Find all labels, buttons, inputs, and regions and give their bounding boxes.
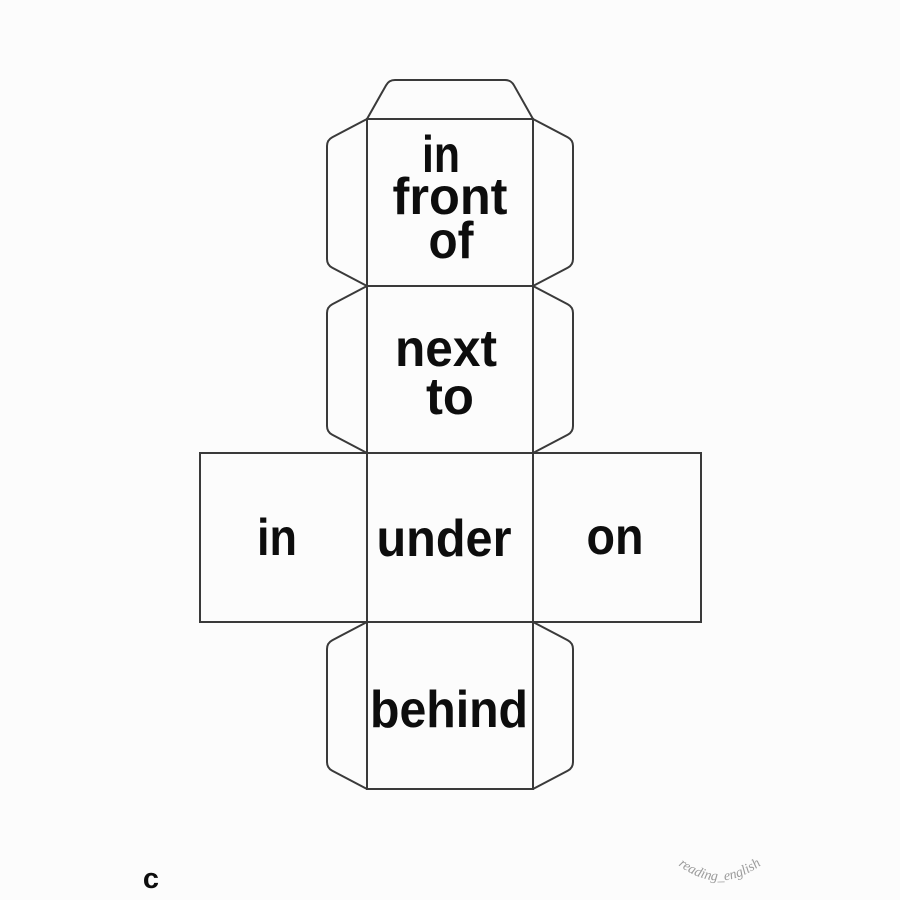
glue-tab-right-front — [532, 118, 574, 287]
face-label-in-front-of-line3: of — [429, 212, 475, 270]
glue-tab-right-next — [532, 285, 574, 454]
face-label-on: on — [587, 508, 644, 566]
face-label-in-front-of-line2: front — [393, 168, 508, 226]
face-label-behind: behind — [370, 681, 528, 739]
face-label-next-to-line2: to — [426, 368, 474, 426]
cube-faces — [199, 118, 702, 790]
glue-tab-left-next — [326, 285, 368, 454]
face-label-in-front-of-line1: in — [422, 126, 460, 184]
face-label-next-to-line1: next — [395, 320, 497, 378]
glue-tab-top — [366, 79, 534, 120]
glue-tabs — [326, 79, 574, 790]
watermark: reading_english — [676, 856, 764, 885]
face-label-in: in — [257, 509, 297, 567]
glue-tab-right-behind — [532, 621, 574, 790]
face-behind — [366, 621, 534, 790]
page-letter: c — [143, 863, 159, 895]
face-labels: in front of next to in under on behind — [257, 126, 644, 739]
face-label-under: under — [377, 510, 512, 568]
face-on — [532, 452, 702, 623]
glue-tab-left-behind — [326, 621, 368, 790]
glue-tab-left-front — [326, 118, 368, 287]
watermark-label: reading_english — [676, 856, 764, 885]
